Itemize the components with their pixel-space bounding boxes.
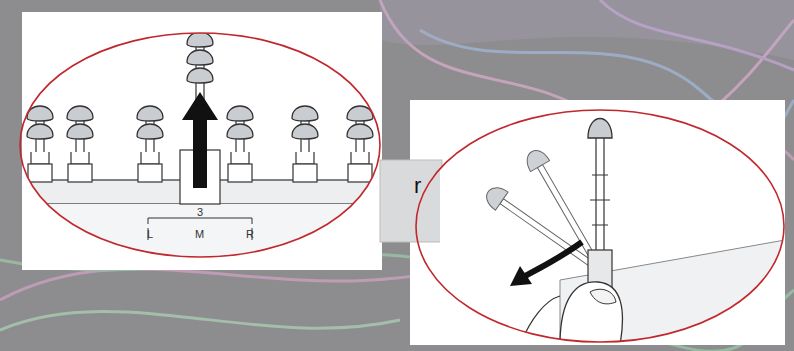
position-label: L bbox=[147, 229, 153, 240]
highlight-ellipse bbox=[20, 33, 380, 257]
highlight-ellipse bbox=[416, 110, 784, 342]
position-label: M bbox=[195, 229, 204, 240]
right-panel bbox=[410, 100, 785, 345]
text-fragment: r bbox=[414, 175, 421, 197]
position-label: R bbox=[246, 229, 254, 240]
dome-holder bbox=[20, 20, 382, 264]
callout-number: 3 bbox=[197, 207, 203, 218]
left-panel bbox=[22, 12, 382, 270]
dome-removal bbox=[440, 100, 785, 345]
